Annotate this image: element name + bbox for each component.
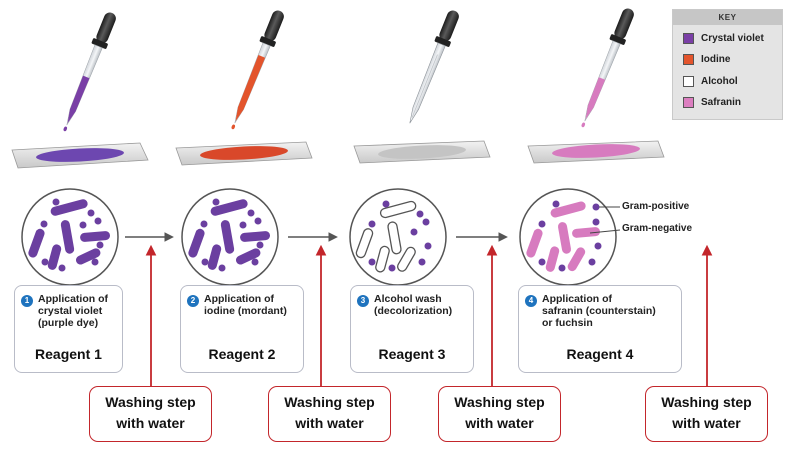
key-item-safranin: Safranin [683,96,779,112]
washing-step-1: Washing step with water [89,386,212,442]
bacteria-circle-4 [519,188,621,286]
step-3-box: 3 Alcohol wash (decolorization) Reagent … [350,285,474,373]
washing-line: Washing step [661,394,752,410]
step-description: Application of iodine (mordant) [204,293,287,317]
washing-line: with water [465,415,534,431]
washing-line: Washing step [284,394,375,410]
step-description: Application of safranin (counterstain) o… [542,293,656,329]
key-label: Alcohol [701,76,738,87]
slide-2 [175,141,313,166]
step-description-line: or fuchsin [542,317,593,329]
wash-arrows [145,244,713,386]
step-2-box: 2 Application of iodine (mordant) Reagen… [180,285,304,373]
step-number-badge: 1 [21,295,33,307]
washing-step-4: Washing step with water [645,386,768,442]
step-description: Alcohol wash (decolorization) [374,293,452,317]
washing-line: with water [295,415,364,431]
gram-negative-label: Gram-negative [622,223,693,234]
step-description: Application of crystal violet (purple dy… [38,293,108,329]
reagent-label: Reagent 1 [35,346,102,362]
washing-line: with water [116,415,185,431]
key-swatch [683,33,694,44]
reagent-label: Reagent 2 [208,346,276,362]
reagent-label: Reagent 3 [378,346,446,362]
bacteria-circle-1 [21,188,119,286]
washing-step-2: Washing step with water [268,386,391,442]
washing-line: with water [672,415,741,431]
bacteria-circle-2 [181,188,279,286]
gram-positive-label: Gram-positive [622,201,690,212]
step-description-line: (purple dye) [38,317,99,329]
key-item-crystal-violet: Crystal violet [683,32,779,48]
step-description-line: Application of [204,293,274,305]
color-key: KEY Crystal violet Iodine Alcohol Safran… [672,9,783,120]
key-label: Iodine [701,54,731,65]
slide-3 [353,140,491,164]
key-title: KEY [673,10,782,25]
key-label: Crystal violet [701,33,764,44]
dropper-iodine [231,10,284,130]
key-item-alcohol: Alcohol [683,75,779,91]
step-description-line: crystal violet [38,305,103,317]
washing-line: Washing step [454,394,545,410]
bacteria-circle-3 [349,188,447,286]
reagent-label: Reagent 4 [566,346,634,362]
step-number-badge: 3 [357,295,369,307]
step-description-line: Application of [38,293,108,305]
step-number-badge: 4 [525,295,537,307]
washing-step-3: Washing step with water [438,386,561,442]
step-number-badge: 2 [187,295,199,307]
step-description-line: iodine (mordant) [204,305,287,317]
step-1-box: 1 Application of crystal violet (purple … [14,285,123,373]
washing-line: Washing step [105,394,196,410]
step-description-line: safranin (counterstain) [542,305,656,317]
key-item-iodine: Iodine [683,53,779,69]
step-description-line: (decolorization) [374,305,453,317]
dropper-crystal-violet [63,12,116,132]
step-4-box: 4 Application of safranin (counterstain)… [518,285,682,373]
key-swatch [683,76,694,87]
step-description-line: Alcohol wash [374,293,442,305]
slide-1 [11,142,149,169]
key-swatch [683,97,694,108]
step-description-line: Application of [542,293,612,305]
dropper-safranin [581,8,634,128]
dropper-alcohol [409,10,459,124]
key-label: Safranin [701,97,742,108]
key-swatch [683,54,694,65]
slide-4 [527,140,665,164]
